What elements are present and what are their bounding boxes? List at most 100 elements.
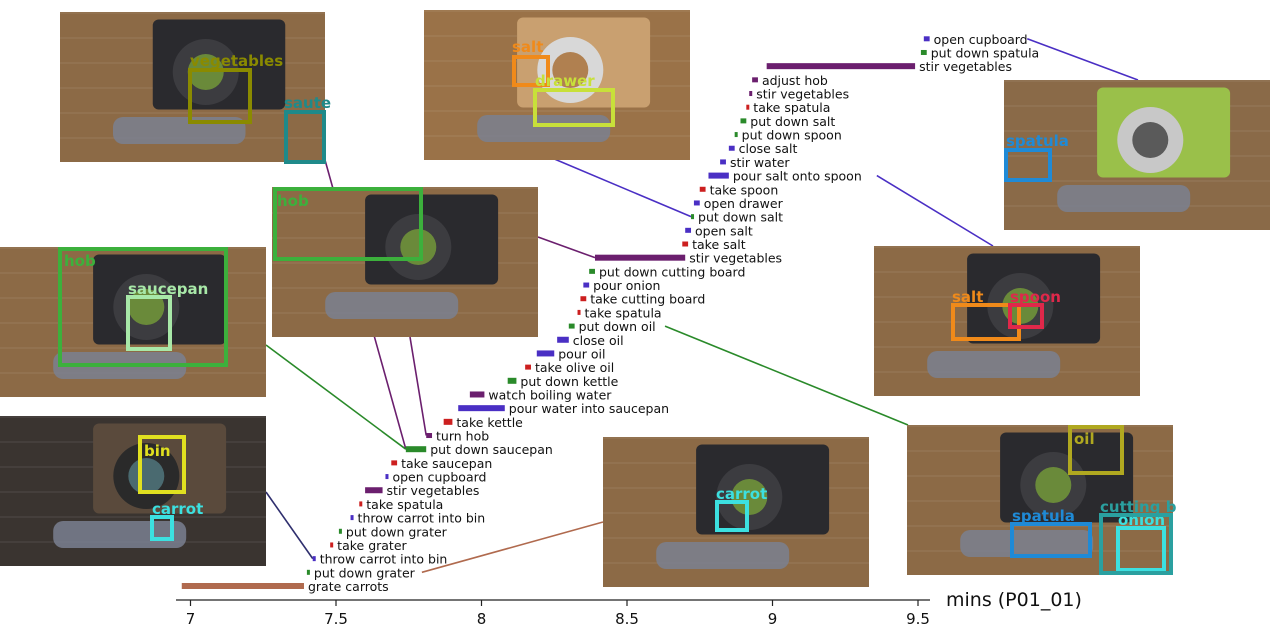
wood-grain bbox=[1004, 180, 1270, 182]
scene-food bbox=[400, 229, 437, 265]
bounding-box-label: spatula bbox=[1006, 132, 1069, 150]
segment-bar bbox=[691, 214, 695, 220]
segment-bar bbox=[338, 528, 342, 534]
x-axis-label: mins (P01_01) bbox=[946, 589, 1082, 611]
segment-label: open cupboard bbox=[392, 470, 486, 485]
segment-label: pour onion bbox=[593, 278, 660, 293]
segment-label: take salt bbox=[692, 237, 746, 252]
bounding-box-label: saucepan bbox=[128, 280, 208, 298]
segment-bar bbox=[359, 501, 363, 507]
bounding-box bbox=[715, 500, 749, 532]
connector-line bbox=[551, 157, 692, 218]
bounding-box bbox=[284, 110, 326, 164]
wood-grain bbox=[424, 10, 690, 12]
wood-grain bbox=[1004, 80, 1270, 82]
connector-line bbox=[265, 491, 314, 560]
segment-bar bbox=[740, 118, 747, 124]
scene-arm bbox=[477, 115, 611, 142]
segment-bar bbox=[708, 172, 729, 179]
segment-bar bbox=[766, 63, 916, 70]
x-tick-label: 8 bbox=[477, 610, 487, 625]
segment-label: stir water bbox=[730, 155, 790, 170]
bounding-box bbox=[1010, 522, 1092, 558]
segment-label: stir vegetables bbox=[689, 251, 782, 266]
segment-bar bbox=[752, 77, 758, 83]
segment-label: throw carrot into bin bbox=[358, 511, 486, 526]
bounding-box bbox=[1068, 425, 1124, 475]
bounding-box bbox=[150, 515, 174, 541]
bounding-box bbox=[273, 187, 423, 261]
segment-label: open drawer bbox=[704, 196, 784, 211]
segment-bar bbox=[728, 145, 735, 151]
connector-line bbox=[876, 174, 994, 247]
segment-bar bbox=[181, 583, 304, 589]
x-tick-label: 8.5 bbox=[615, 610, 639, 625]
bounding-box bbox=[512, 55, 550, 87]
segment-label: put down grater bbox=[346, 524, 448, 539]
frame-carrot-pan: carrot bbox=[603, 437, 869, 587]
wood-grain bbox=[874, 346, 1140, 348]
bounding-box bbox=[188, 68, 252, 124]
segment-label: put down salt bbox=[698, 210, 783, 225]
segment-bar bbox=[507, 377, 517, 384]
bounding-box-label: carrot bbox=[716, 485, 767, 503]
segment-bar bbox=[720, 159, 726, 165]
segment-bar bbox=[734, 132, 738, 138]
action-segments bbox=[181, 36, 930, 589]
x-tick-label: 7.5 bbox=[324, 610, 348, 625]
segment-bar bbox=[746, 104, 750, 110]
wood-grain bbox=[907, 425, 1173, 427]
segment-bar bbox=[685, 227, 692, 233]
wood-grain bbox=[424, 110, 690, 112]
wood-grain bbox=[603, 537, 869, 539]
bounding-box-label: spatula bbox=[1012, 507, 1075, 525]
segment-bar bbox=[443, 418, 453, 425]
segment-label: take saucepan bbox=[401, 456, 492, 471]
segment-label: open salt bbox=[695, 223, 753, 238]
scene-food bbox=[128, 458, 165, 494]
frame-spatula-board: spatula bbox=[1004, 80, 1270, 230]
bounding-box bbox=[58, 247, 228, 367]
segment-label: take spatula bbox=[585, 305, 662, 320]
x-tick-label: 9.5 bbox=[906, 610, 930, 625]
bounding-box-label: saute bbox=[284, 94, 331, 112]
segment-bar bbox=[699, 186, 706, 192]
segment-label: put down cutting board bbox=[599, 264, 745, 279]
bounding-box bbox=[951, 303, 1021, 341]
segment-label: put down salt bbox=[750, 114, 835, 129]
connector-line bbox=[1026, 38, 1139, 81]
segment-bar bbox=[536, 350, 555, 357]
connector-line bbox=[421, 521, 604, 574]
segment-label: take spatula bbox=[753, 100, 830, 115]
segment-bar bbox=[594, 254, 686, 261]
bounding-box bbox=[1099, 513, 1173, 575]
segment-label: put down spoon bbox=[742, 128, 842, 143]
connector-line bbox=[664, 325, 909, 426]
segment-label: take kettle bbox=[456, 415, 523, 430]
wood-grain bbox=[0, 416, 266, 418]
bounding-box-label: drawer bbox=[535, 72, 595, 90]
segment-bar bbox=[923, 36, 930, 42]
wood-grain bbox=[874, 246, 1140, 248]
segment-label: put down spatula bbox=[931, 45, 1040, 60]
segment-bar bbox=[525, 364, 531, 370]
segment-bar bbox=[391, 460, 398, 466]
segment-bar bbox=[693, 200, 700, 206]
wood-grain bbox=[603, 437, 869, 439]
bounding-box-label: oil bbox=[1074, 430, 1095, 448]
segment-bar bbox=[426, 433, 433, 439]
segment-label: take spatula bbox=[366, 497, 443, 512]
segment-label: pour water into saucepan bbox=[509, 401, 669, 416]
bounding-box bbox=[1004, 148, 1052, 182]
segment-label: take spoon bbox=[710, 182, 779, 197]
segment-bar bbox=[312, 556, 316, 562]
connector-line bbox=[409, 336, 427, 436]
segment-label: take cutting board bbox=[590, 292, 705, 307]
bounding-box bbox=[126, 295, 172, 351]
segment-bar bbox=[469, 391, 485, 398]
